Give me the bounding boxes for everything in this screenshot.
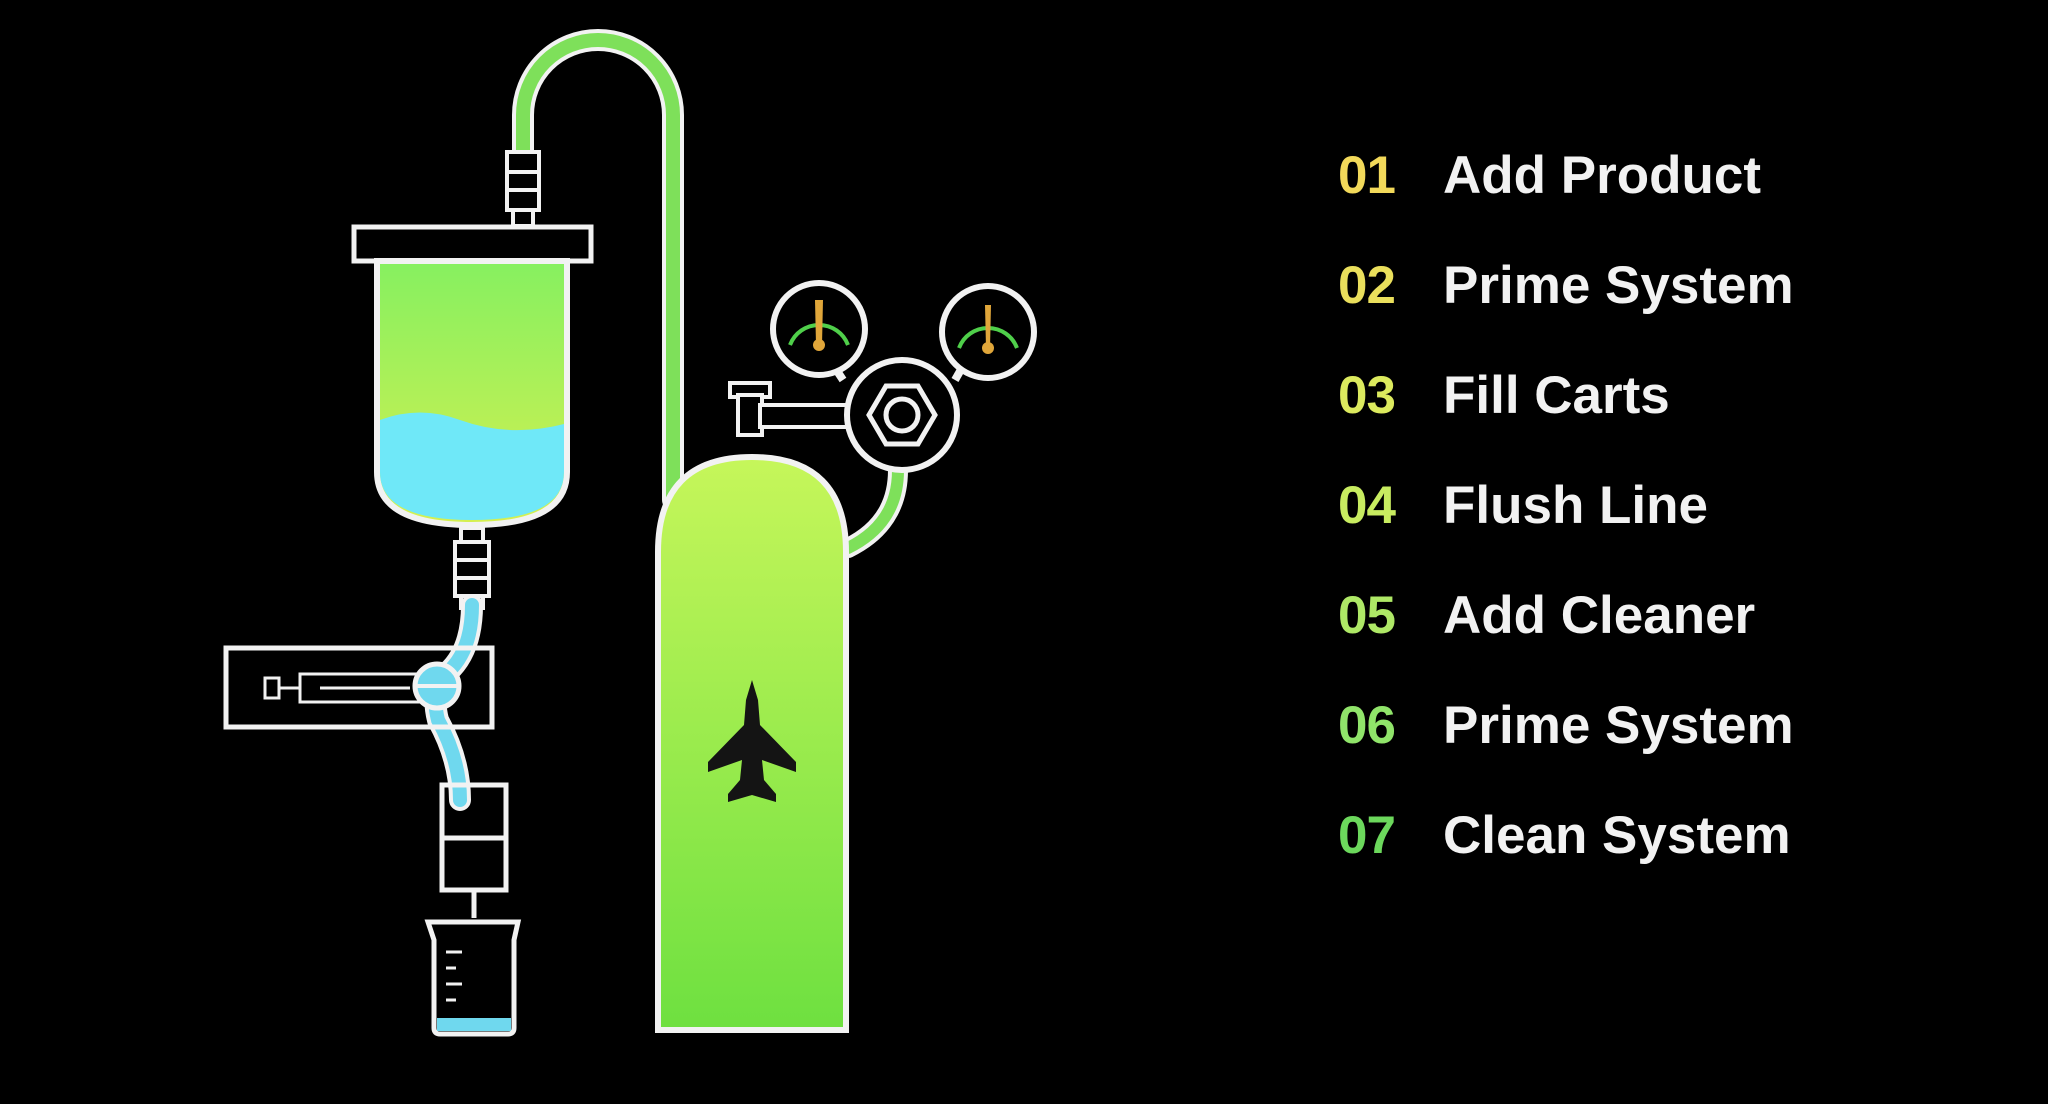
step-item: 05 Add Cleaner [1250, 560, 2010, 670]
step-item: 06 Prime System [1250, 670, 2010, 780]
vessel-lid [351, 224, 594, 264]
dispense-valve [223, 645, 495, 730]
filling-system-diagram [223, 29, 1037, 1037]
steps-list: 01 Add Product 02 Prime System 03 Fill C… [1250, 120, 2010, 890]
step-number: 07 [1338, 805, 1396, 865]
top-fitting [505, 150, 541, 228]
step-item: 07 Clean System [1250, 780, 2010, 890]
step-number: 01 [1338, 145, 1396, 205]
step-item: 04 Flush Line [1250, 450, 2010, 560]
hex-nut-icon [866, 383, 938, 447]
step-label: Flush Line [1443, 475, 1708, 535]
pressure-gauge-icon [770, 280, 868, 378]
step-number: 03 [1338, 365, 1396, 425]
product-vessel [374, 258, 570, 529]
step-item: 01 Add Product [1250, 120, 2010, 230]
step-number: 05 [1338, 585, 1396, 645]
vessel-liquid [380, 412, 564, 520]
gas-tank [655, 453, 849, 1033]
step-label: Fill Carts [1443, 365, 1670, 425]
step-number: 04 [1338, 475, 1396, 535]
step-label: Add Cleaner [1443, 585, 1756, 645]
beaker-icon [424, 919, 522, 1037]
step-item: 02 Prime System [1250, 230, 2010, 340]
regulator [728, 342, 979, 473]
step-number: 06 [1338, 695, 1396, 755]
fighter-jet-icon [708, 680, 796, 802]
step-label: Clean System [1443, 805, 1791, 865]
cartridge [439, 782, 509, 918]
step-label: Prime System [1443, 695, 1794, 755]
step-label: Add Product [1443, 145, 1761, 205]
step-label: Prime System [1443, 255, 1794, 315]
bottom-fitting [453, 526, 491, 610]
pressure-gauge-icon [939, 283, 1037, 381]
step-number: 02 [1338, 255, 1396, 315]
step-item: 03 Fill Carts [1250, 340, 2010, 450]
